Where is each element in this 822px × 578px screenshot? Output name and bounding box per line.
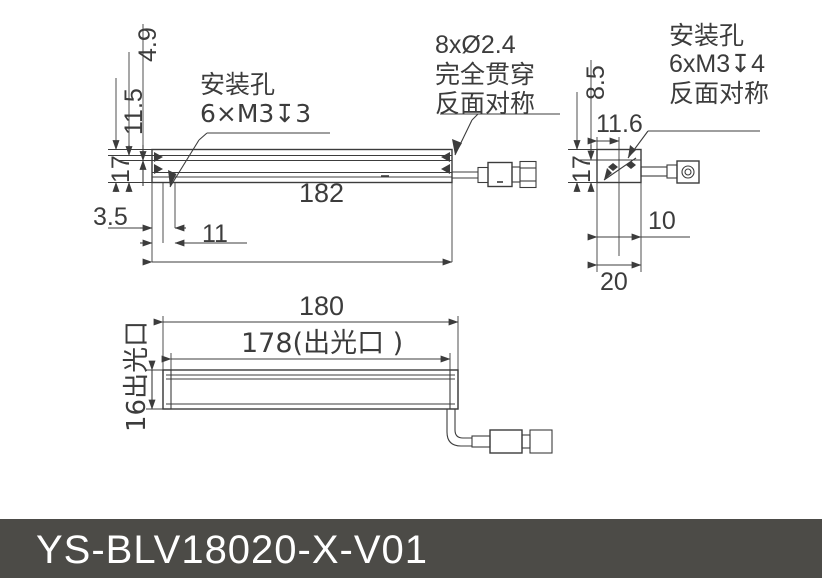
dim-17-side: 17 [568,155,596,183]
leader-through-hole-top [440,113,560,156]
front-view-cable [446,409,553,454]
top-view-hole-markers-left [154,152,163,174]
front-view-dims [146,316,459,410]
dim-20: 20 [600,268,628,296]
dim-11-6: 11.6 [596,110,643,138]
leader-mounting-hole-side [627,130,760,159]
top-view-horizontal-dims [108,183,453,266]
front-view-body [162,369,459,410]
dim-11: 11 [202,220,228,248]
model-number-label: YS-BLV18020-X-V01 [36,528,429,572]
top-view-mounting-hole-title: 安装孔 [200,70,276,99]
dim-182: 182 [299,178,345,208]
dim-17-top: 17 [107,155,135,183]
top-view-vertical-dims [108,24,152,192]
side-view-body [596,148,642,256]
side-view-connector [640,160,700,184]
side-view-horizontal-dims [587,137,690,272]
top-view-through-hole-spec: 8xØ2.4 [435,31,516,59]
leader-mounting-hole-top [168,132,330,188]
side-view-mounting-hole-spec: 6xM3↧4 [669,50,765,78]
dim-16: 16出光口 [122,320,152,432]
dim-4-9: 4.9 [134,27,162,62]
dim-10: 10 [648,207,676,235]
dim-11-5: 11.5 [120,88,148,135]
dim-3-5: 3.5 [93,203,128,231]
side-view-mounting-hole-note: 反面对称 [669,79,770,108]
top-view-through-hole-note2: 反面对称 [435,89,536,118]
dim-178: 178(出光口 ) [241,328,404,359]
top-view-hole-markers-right [441,152,450,174]
dim-180: 180 [299,291,345,321]
top-view-through-hole-note1: 完全贯穿 [435,60,536,89]
top-view-connector [452,160,537,189]
title-bar [0,519,822,578]
top-view-body [151,148,453,184]
side-view-vertical-dims [568,60,597,192]
dim-8-5: 8.5 [582,65,610,100]
side-view-mounting-hole-title: 安装孔 [669,21,745,50]
top-view-mounting-hole-spec: 6×M3↧3 [200,99,312,128]
